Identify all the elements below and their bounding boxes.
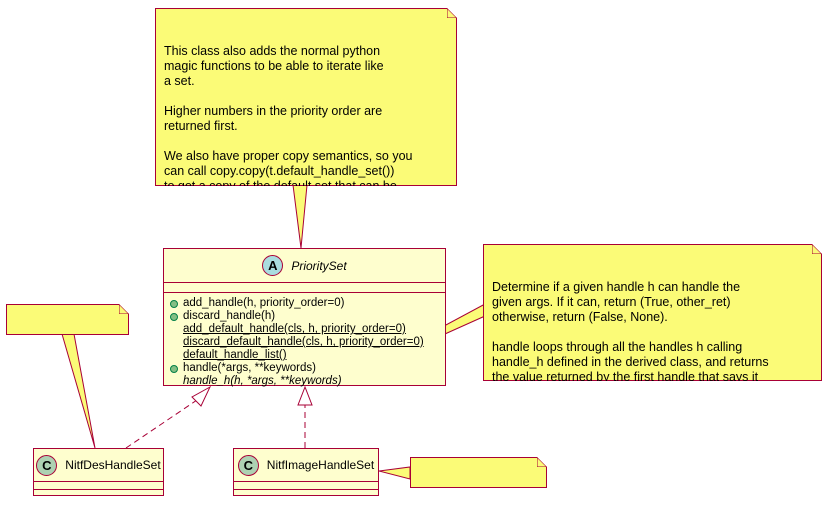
realization-nitf-image-arrowhead bbox=[297, 385, 313, 406]
class-priority-set-name: PrioritySet bbox=[291, 258, 347, 273]
method-discard-default-handle: discard_default_handle(cls, h, priority_… bbox=[183, 336, 424, 348]
public-method-icon bbox=[170, 364, 178, 373]
class-nitf-image-header: C NitfImageHandleSet bbox=[234, 449, 378, 482]
note-fold-icon bbox=[447, 8, 457, 18]
note-priority-set: This class also adds the normal python m… bbox=[155, 8, 457, 186]
note-priority-set-text: This class also adds the normal python m… bbox=[164, 44, 413, 208]
note-handle-text: Determine if a given handle h can handle… bbox=[492, 280, 769, 399]
class-priority-set-fields bbox=[164, 283, 445, 293]
note-handle: Determine if a given handle h can handle… bbox=[483, 244, 822, 381]
class-nitf-image-name: NitfImageHandleSet bbox=[266, 458, 375, 472]
public-method-icon bbox=[170, 299, 178, 308]
class-nitf-des-methods bbox=[34, 490, 163, 496]
public-method-icon bbox=[170, 312, 178, 321]
class-nitf-image-methods bbox=[234, 490, 378, 496]
note-connector-nitf-image bbox=[378, 466, 411, 480]
class-icon: C bbox=[36, 454, 58, 476]
note-fold-icon bbox=[812, 244, 822, 254]
class-nitf-des-handle-set: C NitfDesHandleSet bbox=[33, 448, 164, 496]
method-add-default-handle: add_default_handle(cls, h, priority_orde… bbox=[183, 323, 406, 335]
method-handle: handle(*args, **keywords) bbox=[170, 362, 445, 375]
class-nitf-image-handle-set: C NitfImageHandleSet bbox=[233, 448, 379, 496]
note-fold-icon bbox=[119, 304, 129, 314]
realization-nitf-des-line bbox=[125, 397, 201, 449]
class-priority-set-header: A PrioritySet bbox=[164, 249, 445, 283]
class-nitf-des-header: C NitfDesHandleSet bbox=[34, 449, 163, 482]
method-default-handle-list: default_handle_list() bbox=[183, 349, 287, 361]
class-icon: C bbox=[237, 454, 259, 476]
realization-nitf-des-arrowhead bbox=[191, 385, 212, 407]
class-nitf-image-fields bbox=[234, 482, 378, 490]
class-priority-set-methods: add_handle(h, priority_order=0) discard_… bbox=[164, 293, 445, 392]
note-fold-icon bbox=[537, 457, 547, 467]
method-add-handle: add_handle(h, priority_order=0) bbox=[170, 297, 445, 310]
abstract-class-icon: A bbox=[262, 255, 284, 276]
class-nitf-des-fields bbox=[34, 482, 163, 490]
method-handle-h: handle_h(h, *args, **keywords) bbox=[183, 375, 342, 387]
method-discard-handle: discard_handle(h) bbox=[170, 310, 445, 323]
note-connector-nitf-des bbox=[61, 333, 96, 449]
note-connector-priority-set bbox=[292, 184, 308, 249]
class-priority-set: A PrioritySet add_handle(h, priority_ord… bbox=[163, 248, 446, 387]
note-nitf-image: Process NitfImage bbox=[410, 457, 547, 488]
class-nitf-des-name: NitfDesHandleSet bbox=[65, 458, 161, 472]
note-nitf-des: Process NitfDes bbox=[6, 304, 129, 335]
